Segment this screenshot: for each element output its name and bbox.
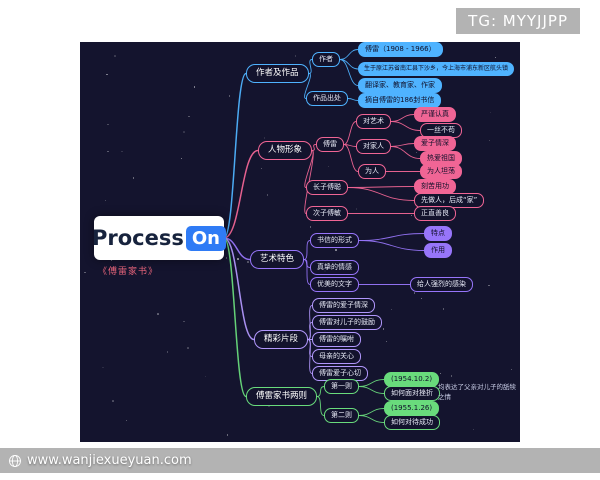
mindmap-node-a6: 翻译家、教育家、作家 [358, 78, 442, 93]
star-dot [488, 284, 490, 287]
star-dot [442, 308, 445, 310]
mindmap-node-a3: 作品出处 [306, 91, 348, 106]
mindmap-node-r7: 给人强烈的感染 [410, 277, 473, 292]
mindmap-node-c6: 对家人 [356, 139, 391, 154]
bottom-watermark-bar: www.wanjiexueyuan.com [0, 448, 600, 473]
star-dot [187, 347, 189, 349]
star-dot [107, 150, 109, 153]
star-dot [263, 137, 266, 139]
star-dot [382, 328, 385, 330]
mindmap-node-g7: 如何对待成功 [384, 415, 440, 430]
star-dot [260, 167, 263, 170]
star-dot [472, 428, 475, 431]
star-dot [439, 372, 442, 375]
mindmap-node-a7: 摘自傅雷的186封书信 [358, 93, 442, 108]
book-title: 《傅雷家书》 [98, 267, 159, 277]
telegram-watermark: TG: MYYJJPP [456, 8, 580, 34]
processon-logo-card: Process On [92, 216, 226, 260]
star-dot [104, 199, 107, 202]
star-dot [107, 123, 109, 126]
star-dot [510, 368, 513, 371]
mindmap-node-e2: 傅雷的爱子情深 [312, 298, 375, 313]
star-dot [450, 375, 453, 377]
mindmap-node-a5: 生于原江苏省南汇县下沙乡，今上海市浦东新区航头镇 [358, 62, 515, 76]
mindmap-node-c1: 人物形象 [258, 141, 313, 160]
mindmap-node-c7: 为人 [358, 164, 386, 179]
mindmap-node-c12: 为人坦荡 [420, 164, 462, 179]
mindmap-node-c13: 刻苦用功 [414, 179, 456, 194]
star-dot [410, 214, 413, 217]
star-dot [413, 292, 416, 294]
logo-text-on: On [185, 225, 226, 251]
mindmap-node-r1: 艺术特色 [250, 250, 305, 269]
mindmap-node-e1: 精彩片段 [254, 330, 309, 349]
mindmap-node-note: 均表达了父亲对儿子的舐犊之情 [438, 383, 516, 401]
star-dot [102, 366, 104, 368]
mindmap-node-g1: 傅雷家书两则 [246, 387, 318, 406]
mindmap-node-c10: 爱子情深 [414, 136, 456, 151]
mindmap-node-g4: (1954.10.2) [384, 372, 440, 387]
star-dot [489, 111, 492, 114]
star-dot [166, 351, 169, 353]
mindmap-node-r3: 真挚的情感 [310, 260, 359, 275]
mindmap-node-c4: 次子傅敏 [306, 206, 348, 221]
star-dot [125, 419, 128, 422]
star-dot [157, 313, 159, 315]
star-dot [327, 165, 330, 168]
star-dot [268, 405, 270, 408]
star-dot [355, 208, 358, 210]
star-dot [193, 86, 196, 88]
star-dot [183, 131, 185, 133]
star-dot [84, 271, 86, 274]
star-dot [309, 226, 312, 228]
mindmap-node-r5: 特点 [424, 226, 452, 241]
star-dot [385, 340, 388, 343]
mindmap-node-c2: 傅雷 [316, 137, 344, 152]
logo-text-process: Process [92, 226, 184, 250]
star-dot [237, 258, 239, 260]
mindmap-node-a1: 作者及作品 [246, 64, 309, 83]
globe-icon [8, 454, 22, 468]
mindmap-node-a4: 傅雷（1908 - 1966） [358, 42, 443, 57]
star-dot [294, 55, 297, 57]
mindmap-node-g2: 第一则 [324, 379, 359, 394]
star-dot [225, 257, 228, 259]
mindmap-node-r4: 优美的文字 [310, 277, 359, 292]
watermark-url: www.wanjiexueyuan.com [27, 453, 192, 468]
star-dot [132, 177, 135, 179]
mindmap-node-r2: 书信的形式 [310, 233, 359, 248]
star-dot [247, 261, 249, 263]
star-dot [110, 259, 113, 262]
star-dot [390, 308, 393, 311]
star-dot [420, 297, 423, 300]
star-dot [180, 157, 183, 160]
star-dot [204, 375, 207, 378]
star-dot [112, 400, 114, 402]
star-dot [488, 139, 491, 142]
mindmap-node-e5: 母亲的关心 [312, 349, 361, 364]
star-dot [121, 150, 123, 153]
mindmap-node-g3: 第二则 [324, 408, 359, 423]
mindmap-node-c5: 对艺术 [356, 114, 391, 129]
mindmap-node-c3: 长子傅聪 [306, 180, 348, 195]
mindmap-node-e3: 傅雷对儿子的鼓励 [312, 315, 382, 330]
mindmap-node-g6: (1955.1.26) [384, 401, 440, 416]
star-dot [226, 434, 229, 436]
mindmap-node-a2: 作者 [312, 52, 340, 67]
star-dot [494, 56, 497, 59]
star-dot [266, 194, 269, 196]
star-dot [335, 249, 337, 251]
star-dot [114, 55, 116, 57]
star-dot [183, 320, 185, 323]
mindmap-node-r6: 作用 [424, 243, 452, 258]
mindmap-node-g5: 如何面对挫折 [384, 386, 440, 401]
mindmap-node-c15: 正直善良 [414, 206, 456, 221]
star-dot [106, 73, 108, 76]
star-dot [188, 115, 190, 118]
mindmap-node-c8: 严谨认真 [414, 107, 456, 122]
mindmap-node-e4: 傅雷的嘱咐 [312, 332, 361, 347]
